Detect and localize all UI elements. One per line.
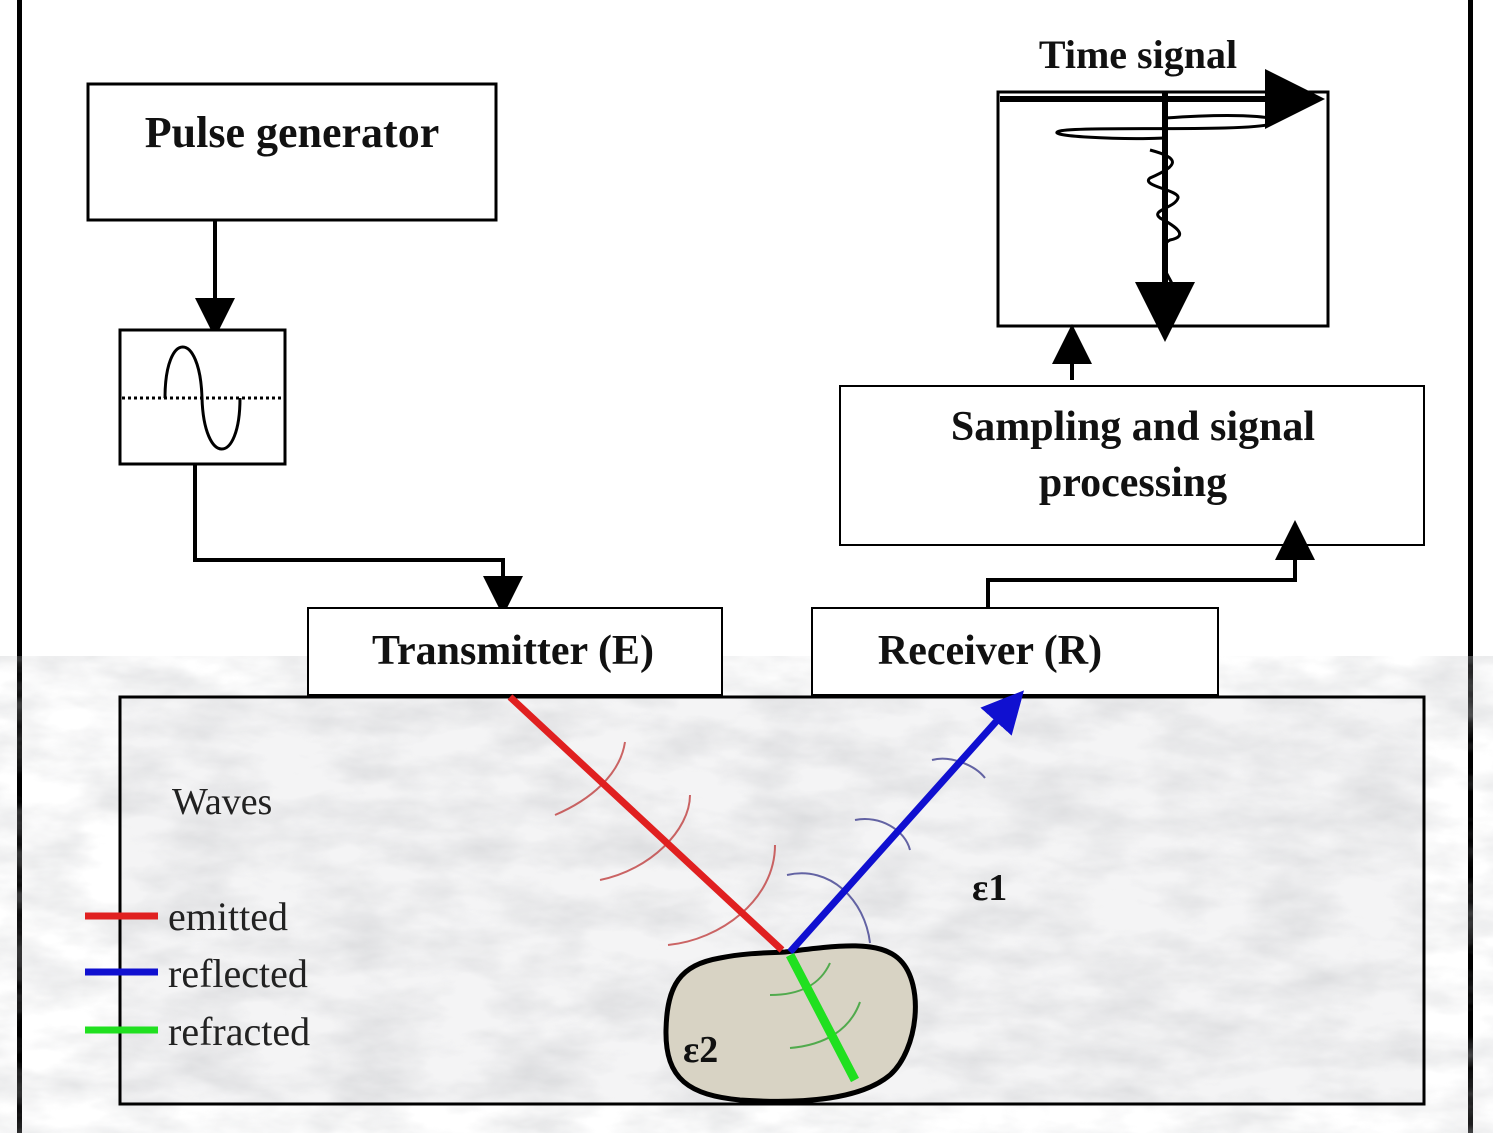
legend: emitted reflected refracted xyxy=(85,894,310,1054)
legend-label-refracted: refracted xyxy=(168,1009,310,1054)
epsilon1-label: ε1 xyxy=(972,867,1007,909)
arrow-waveform-to-transmitter xyxy=(193,464,523,616)
signal-wiggle xyxy=(1146,148,1182,297)
frame-right xyxy=(1468,0,1473,1133)
transmitter-label: Transmitter (E) xyxy=(372,628,654,674)
time-signal-block xyxy=(996,69,1330,342)
receiver-block: Receiver (R) xyxy=(811,607,1219,696)
pulse-generator-block: Pulse generator xyxy=(86,82,498,222)
sampling-label-line1: Sampling and signal xyxy=(951,404,1315,450)
buried-object xyxy=(663,943,918,1104)
receiver-label: Receiver (R) xyxy=(878,628,1102,674)
sine-wave-icon xyxy=(163,345,242,451)
waveform-block xyxy=(118,328,287,466)
transmitter-block: Transmitter (E) xyxy=(307,607,723,696)
refracted-ray xyxy=(786,952,859,1083)
arrow-receiver-to-sampling xyxy=(986,520,1315,608)
reflected-ray xyxy=(787,690,1024,955)
legend-label-reflected: reflected xyxy=(168,951,308,996)
pulse-generator-label: Pulse generator xyxy=(145,108,439,157)
sampling-block: Sampling and signal processing xyxy=(839,385,1425,546)
signal-trace xyxy=(1055,114,1277,141)
waves-label: Waves xyxy=(172,781,272,823)
legend-label-emitted: emitted xyxy=(168,894,288,939)
emitted-ray xyxy=(507,694,785,953)
frame-left xyxy=(17,0,22,1133)
time-signal-title: Time signal xyxy=(1039,32,1237,77)
epsilon2-label: ε2 xyxy=(683,1029,718,1071)
sampling-label-line2: processing xyxy=(1039,460,1227,506)
